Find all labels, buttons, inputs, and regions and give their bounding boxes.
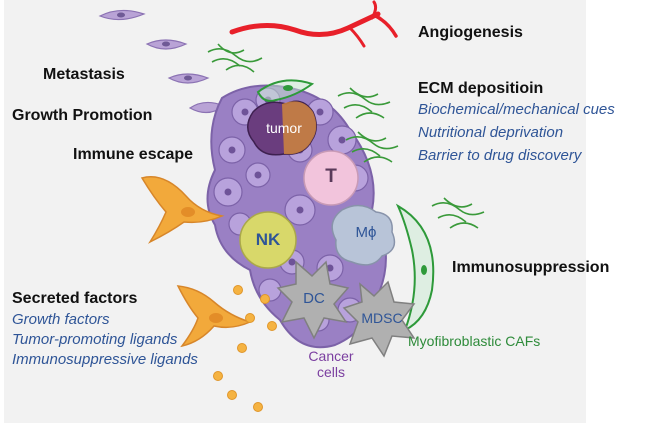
dc-label: DC — [303, 290, 325, 307]
growth-promotion-label: Growth Promotion — [12, 107, 153, 124]
angiogenesis-label: Angiogenesis — [418, 24, 523, 41]
myofibroblastic-cafs-label: Myofibroblastic CAFs — [408, 333, 541, 349]
blood-vessel-icon — [229, 0, 398, 48]
ecm-fiber-icons — [207, 43, 485, 229]
metastasis-label: Metastasis — [43, 66, 125, 83]
t-cell — [303, 150, 359, 206]
ecm-item: Barrier to drug discovery — [418, 147, 582, 164]
ecm-item: Biochemical/mechanical cues — [418, 101, 615, 118]
secreted-factor-item: Tumor-promoting ligands — [12, 331, 178, 348]
ecm-fiber-2 — [337, 87, 391, 119]
ecm-item: Nutritional deprivation — [418, 124, 564, 141]
cancer-cells-label-line1: Cancer — [308, 348, 354, 364]
myofibroblastic-caf — [256, 79, 435, 332]
macrophage-label: Mϕ — [355, 224, 377, 241]
t-cell-label: T — [325, 166, 337, 187]
mdsc-cell — [342, 280, 416, 358]
cancer-cells-label: Cancer cells — [306, 348, 356, 380]
macrophage-cell — [331, 204, 396, 266]
cancer-cells-label-line2: cells — [316, 364, 345, 381]
ecm-fiber-3 — [345, 131, 399, 163]
immune-escape-label: Immune escape — [73, 146, 194, 163]
ecm-fiber-4 — [431, 197, 485, 229]
tumor-cell-label: tumor — [266, 120, 302, 136]
migrating-cells — [98, 9, 226, 114]
secreted-factor-item: Growth factors — [12, 311, 110, 328]
secreted-factors-title: Secreted factors — [12, 290, 138, 307]
secreted-factor-item: Immunosuppressive ligands — [12, 351, 198, 368]
immunosuppression-label: Immunosuppression — [452, 259, 610, 276]
mdsc-label: MDSC — [361, 310, 403, 326]
ecm-deposition-title: ECM depositioin — [418, 80, 544, 97]
nk-cell-label: NK — [255, 230, 281, 249]
nk-cell — [239, 211, 297, 269]
ecm-fiber-1 — [207, 43, 263, 73]
dc-cell — [276, 260, 350, 340]
secreted-factor-dots — [213, 285, 277, 412]
